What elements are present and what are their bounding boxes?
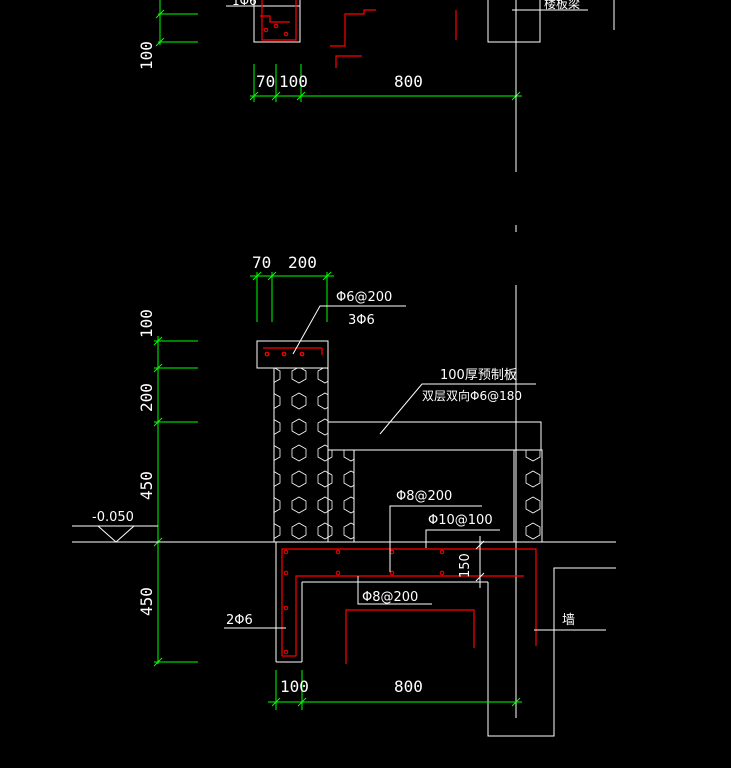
wall-hatch-right	[513, 449, 543, 543]
top-rebar	[260, 0, 457, 68]
label-wall: 墙	[562, 613, 575, 628]
coping-cap-rebar	[263, 347, 323, 357]
label-beam-top-2: Φ10@100	[428, 513, 493, 528]
precast-slab	[328, 421, 542, 451]
wall-hatch-left	[273, 367, 329, 543]
top-rebar-dots	[263, 23, 289, 37]
top-dim-100: 100	[279, 72, 308, 91]
label-cap-rebar-1: Φ6@200	[336, 290, 392, 305]
top-dim-800: 800	[394, 72, 423, 91]
top-label-partial-right: 楼板梁	[544, 0, 580, 11]
main-dim-200: 200	[288, 253, 317, 272]
top-detail: 100 1Φ6 楼板梁	[137, 0, 615, 102]
wall-hatch-mid	[327, 449, 355, 543]
elevation-label: -0.050	[92, 510, 134, 525]
top-dim-70: 70	[256, 72, 275, 91]
beam-outline	[275, 541, 616, 737]
main-dim-vertical-100: 100	[137, 309, 156, 338]
label-cap-rebar-2: 3Φ6	[348, 313, 375, 328]
main-dim-vertical-200: 200	[137, 383, 156, 412]
top-concrete-outline	[226, 0, 615, 43]
main-bottom-dimension	[268, 670, 522, 710]
top-dim-vertical-100: 100	[137, 41, 156, 70]
label-beam-top-1: Φ8@200	[396, 489, 452, 504]
inner-dimension-150	[475, 536, 485, 588]
top-left-dimension	[155, 0, 198, 47]
leader-lines	[224, 305, 606, 631]
main-dim-bottom-800: 800	[394, 677, 423, 696]
main-dim-vertical-450-upper: 450	[137, 471, 156, 500]
inner-dim-150: 150	[458, 553, 473, 578]
top-label-partial-left: 1Φ6	[232, 0, 257, 8]
main-dim-bottom-100: 100	[280, 677, 309, 696]
label-slab-2: 双层双向Φ6@180	[422, 388, 522, 403]
beam-rebar	[281, 548, 537, 664]
top-bottom-dimension	[249, 64, 522, 102]
beam-rebar-dots	[283, 549, 445, 655]
main-detail: 70 200 100 200 450 450 -0.050	[72, 253, 616, 737]
label-side-bars: 2Φ6	[226, 613, 253, 628]
main-left-dimension	[153, 336, 198, 667]
main-dim-70: 70	[252, 253, 271, 272]
label-slab-1: 100厚预制板	[440, 368, 517, 383]
coping-cap	[256, 340, 329, 369]
elevation-marker	[72, 525, 276, 543]
main-top-dimension	[250, 271, 334, 322]
main-dim-vertical-450-lower: 450	[137, 587, 156, 616]
label-beam-bottom: Φ8@200	[362, 590, 418, 605]
